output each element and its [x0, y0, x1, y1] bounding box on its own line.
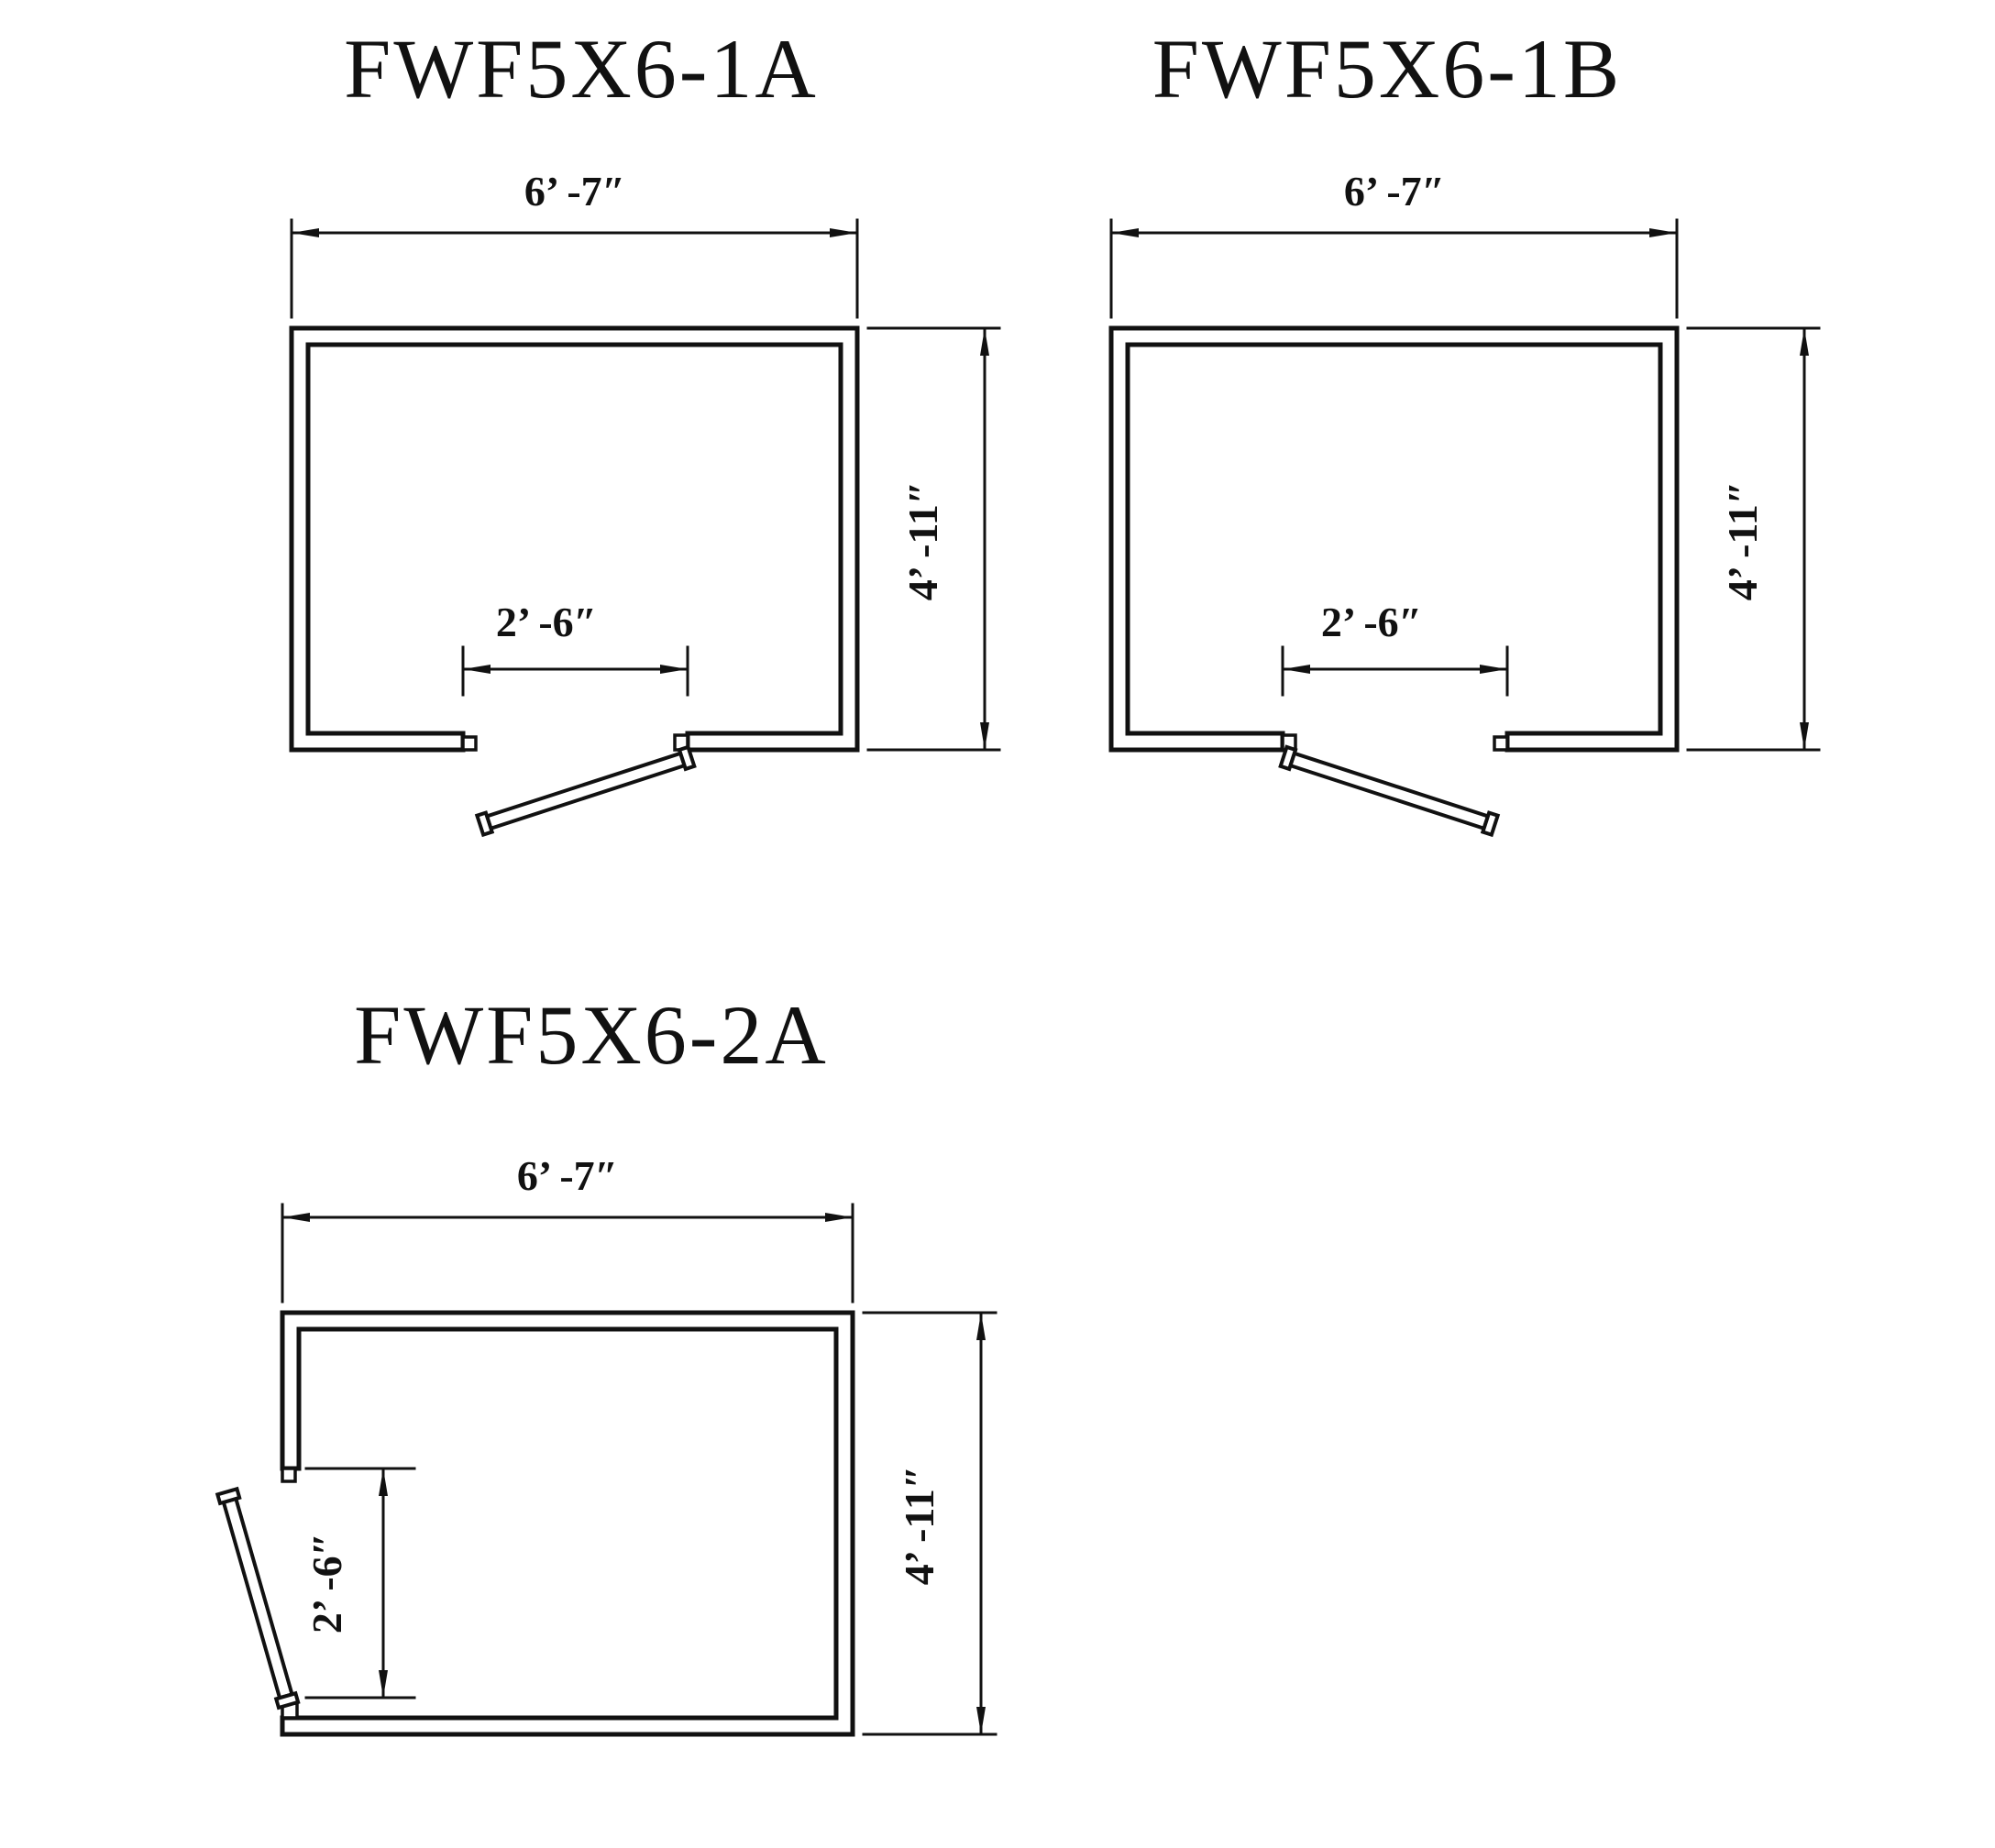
arrowhead-left [463, 665, 490, 674]
door-leaf [215, 1486, 301, 1710]
outer-wall [280, 1310, 855, 1737]
width-dimension-label: 6’ -7″ [517, 1152, 618, 1199]
height-dimension-label: 4’ -11″ [1719, 481, 1766, 601]
plan-fwf5x6-1a: FWF5X6-1A 6’ -7″ [289, 22, 1001, 838]
plan-title: FWF5X6-1A [344, 22, 819, 116]
door-dimension-label: 2’ -6″ [303, 1533, 350, 1634]
outer-wall [289, 325, 860, 753]
arrowhead-left [282, 1213, 310, 1222]
door-leaf-panel [1287, 751, 1491, 831]
door-leaf-end-cap [474, 810, 495, 838]
height-dimension-label: 4’ -11″ [899, 481, 946, 601]
arrowhead-down [976, 1707, 986, 1734]
arrowhead-left [1283, 665, 1310, 674]
arrowhead-right [825, 1213, 853, 1222]
arrowhead-up [980, 328, 989, 356]
plan-fwf5x6-2a: FWF5X6-2A 6’ -7″ [215, 988, 998, 1737]
door-leaf-hinge-cap [1278, 744, 1298, 772]
room-walls [289, 325, 860, 753]
arrowhead-right [830, 228, 857, 237]
room-walls [280, 1310, 855, 1737]
door-leaf-hinge-cap [273, 1690, 301, 1710]
arrowhead-right [660, 665, 688, 674]
door-strike-notch [281, 1467, 297, 1483]
door-dimension-label: 2’ -6″ [1321, 599, 1422, 645]
door-dimension: 2’ -6″ [303, 1467, 416, 1700]
arrowhead-down [980, 722, 989, 750]
width-dimension: 6’ -7″ [1109, 168, 1679, 319]
door-leaf-end-cap [215, 1486, 242, 1506]
door-dimension: 2’ -6″ [461, 599, 689, 697]
door-leaf-panel [221, 1496, 294, 1700]
door-strike-notch [1493, 735, 1509, 752]
arrowhead-left [292, 228, 319, 237]
arrowhead-down [1800, 722, 1809, 750]
plan-title: FWF5X6-2A [354, 988, 829, 1082]
door-leaf [1278, 744, 1501, 838]
width-dimension-label: 6’ -7″ [524, 168, 625, 214]
door-leaf-end-cap [1480, 810, 1501, 838]
width-dimension-label: 6’ -7″ [1344, 168, 1445, 214]
arrowhead-down [379, 1670, 388, 1698]
arrowhead-up [379, 1468, 388, 1496]
room-walls [1108, 325, 1680, 753]
width-dimension: 6’ -7″ [290, 168, 859, 319]
inner-wall [305, 342, 843, 736]
arrowhead-right [1649, 228, 1677, 237]
plan-fwf5x6-1b: FWF5X6-1B 6’ -7″ [1108, 22, 1821, 838]
height-dimension: 4’ -11″ [866, 326, 1001, 752]
inner-wall [280, 1326, 839, 1721]
height-dimension: 4’ -11″ [862, 1311, 998, 1736]
door-dimension-label: 2’ -6″ [496, 599, 597, 645]
inner-wall [1125, 342, 1663, 736]
arrowhead-right [1480, 665, 1507, 674]
arrowhead-up [1800, 328, 1809, 356]
door-leaf-hinge-cap [677, 744, 697, 772]
door-dimension: 2’ -6″ [1281, 599, 1509, 697]
outer-wall [1108, 325, 1680, 753]
door-leaf-panel [484, 751, 688, 831]
door-leaf [474, 744, 697, 838]
arrowhead-up [976, 1313, 986, 1340]
arrowhead-left [1111, 228, 1139, 237]
door-strike-notch [461, 735, 478, 752]
height-dimension-label: 4’ -11″ [896, 1466, 942, 1586]
width-dimension: 6’ -7″ [281, 1152, 854, 1304]
plan-title: FWF5X6-1B [1152, 22, 1623, 116]
height-dimension: 4’ -11″ [1686, 326, 1821, 752]
